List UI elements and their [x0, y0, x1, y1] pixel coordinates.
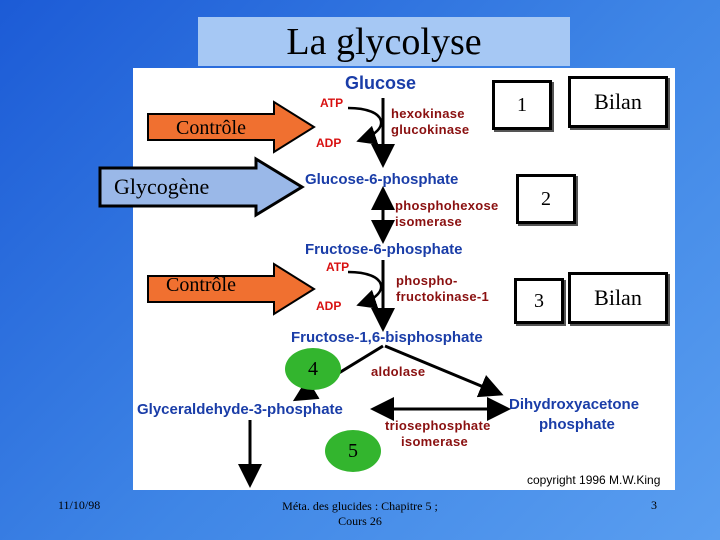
- footer-center-line1: Méta. des glucides : Chapitre 5 ;: [282, 499, 438, 513]
- cofactor-atp-2: ATP: [326, 260, 350, 274]
- enzyme-phosphofructokinase-line1: phospho-: [396, 273, 458, 288]
- step-box-3: 3: [514, 278, 564, 324]
- molecule-glyceraldehyde-3-phosphate: Glyceraldehyde-3-phosphate: [137, 401, 343, 418]
- step-circle-5: 5: [325, 430, 381, 472]
- cofactor-adp-2: ADP: [316, 299, 342, 313]
- slide-title: La glycolyse: [198, 17, 570, 66]
- bilan-box-1: Bilan: [568, 76, 668, 128]
- cofactor-adp-1: ADP: [316, 136, 342, 150]
- molecule-dihydroxyacetone-phosphate-line2: phosphate: [539, 416, 615, 433]
- enzyme-aldolase: aldolase: [371, 364, 426, 379]
- enzyme-glucokinase: glucokinase: [391, 122, 470, 137]
- glycogen-label: Glycogène: [114, 174, 210, 199]
- control-arrow-2: [147, 262, 316, 316]
- footer-page-number: 3: [651, 498, 657, 512]
- arrow-f16bp-dhap: [384, 344, 504, 398]
- enzyme-phosphohexose-isomerase-line2: isomerase: [395, 214, 463, 229]
- bilan-box-2: Bilan: [568, 272, 668, 324]
- enzyme-phosphofructokinase-line2: fructokinase-1: [396, 289, 490, 304]
- enzyme-triosephosphate-isomerase-line2: isomerase: [401, 434, 469, 449]
- molecule-fructose-1-6-bisphosphate: Fructose-1,6-bisphosphate: [291, 329, 483, 346]
- control-label-1: Contrôle: [176, 117, 246, 139]
- enzyme-hexokinase: hexokinase: [391, 106, 465, 121]
- cofactor-atp-1: ATP: [320, 96, 344, 110]
- footer-date: 11/10/98: [58, 498, 101, 512]
- footer-center: Méta. des glucides : Chapitre 5 ; Cours …: [270, 499, 450, 529]
- enzyme-triosephosphate-isomerase-line1: triosephosphate: [385, 418, 491, 433]
- control-arrow-1: [147, 100, 316, 154]
- step-circle-4: 4: [285, 348, 341, 390]
- molecule-fructose-6-phosphate: Fructose-6-phosphate: [305, 241, 463, 258]
- control-label-2: Contrôle: [166, 274, 236, 296]
- atp-adp-curve-2: [347, 270, 383, 309]
- footer-center-line2: Cours 26: [338, 514, 382, 528]
- step-box-2: 2: [516, 174, 576, 224]
- atp-adp-curve-1: [347, 106, 383, 145]
- molecule-glucose-6-phosphate: Glucose-6-phosphate: [305, 171, 459, 188]
- glycogen-arrow: [98, 156, 305, 218]
- enzyme-phosphohexose-isomerase-line1: phosphohexose: [395, 198, 499, 213]
- molecule-glucose: Glucose: [345, 73, 417, 93]
- molecule-dihydroxyacetone-phosphate-line1: Dihydroxyacetone: [509, 396, 640, 413]
- step-box-1: 1: [492, 80, 552, 130]
- copyright-note: copyright 1996 M.W.King: [527, 473, 661, 487]
